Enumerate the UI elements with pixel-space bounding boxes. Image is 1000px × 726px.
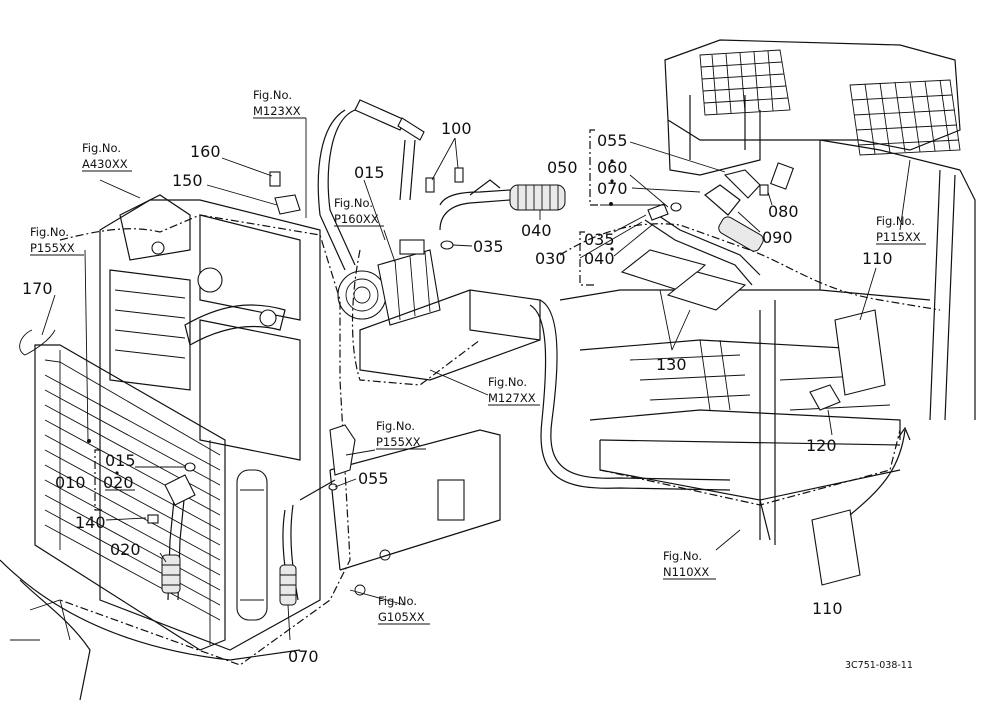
callout-035-right: 035: [584, 230, 615, 249]
fig-ref-p160-line1: Fig.No.: [334, 196, 373, 210]
figure-reference-labels: Fig.No. M123XX Fig.No. A430XX Fig.No. P1…: [30, 88, 926, 625]
small-parts: [19, 162, 794, 524]
hood-base: [0, 559, 301, 701]
fig-ref-p155-mid-line1: Fig.No.: [376, 419, 415, 433]
filter-pads: [620, 249, 747, 311]
hose-main: [317, 99, 566, 271]
fig-ref-m123-line2: M123XX: [253, 104, 301, 118]
callout-030: 030: [535, 249, 566, 268]
reference-line-cab: [599, 429, 901, 506]
callout-120: 120: [806, 436, 837, 455]
callout-170: 170: [22, 279, 53, 298]
callout-070-bottom: 070: [288, 647, 319, 666]
group-bracket-030: [579, 231, 595, 286]
fig-ref-a430-line2: A430XX: [82, 157, 128, 171]
callout-035-top: 035: [473, 237, 504, 256]
compressor: [337, 239, 441, 326]
grid-panel-upper: [699, 49, 791, 116]
group-bracket-010: [94, 449, 105, 511]
fig-ref-p155-mid-line2: P155XX: [376, 435, 421, 449]
fig-ref-p115-line2: P115XX: [876, 230, 921, 244]
fig-ref-n110-line1: Fig.No.: [663, 549, 702, 563]
part-number-callouts: 100 160 150 015 035 040 170 015 010 020 …: [22, 119, 893, 666]
condenser: [34, 344, 226, 651]
fig-ref-n110-line2: N110XX: [663, 565, 709, 579]
drawing-code: 3C751-038-11: [845, 660, 913, 671]
hose-lower: [279, 479, 336, 606]
callout-060: 060: [597, 158, 628, 177]
frame-member: [329, 289, 541, 596]
radiator-assembly: [99, 194, 321, 651]
callout-055-right: 055: [597, 131, 628, 150]
hose-left: [161, 474, 196, 601]
callout-050: 050: [547, 158, 578, 177]
callout-160: 160: [190, 142, 221, 161]
callout-015-top: 015: [354, 163, 385, 182]
control-units: [809, 309, 911, 586]
callout-040-top: 040: [521, 221, 552, 240]
fig-ref-p155-left-line1: Fig.No.: [30, 225, 69, 239]
fig-ref-p155-left-line2: P155XX: [30, 241, 75, 255]
callout-070-right: 070: [597, 179, 628, 198]
fig-ref-m123-line1: Fig.No.: [253, 88, 292, 102]
callout-150: 150: [172, 171, 203, 190]
callout-020-bottom: 020: [110, 540, 141, 559]
callout-130: 130: [656, 355, 687, 374]
callout-140: 140: [75, 513, 106, 532]
hose-long: [351, 249, 731, 491]
leader-lines: [41, 118, 911, 641]
callout-010: 010: [55, 473, 86, 492]
callout-080: 080: [768, 202, 799, 221]
fig-ref-m127-line1: Fig.No.: [488, 375, 527, 389]
cab-structure: [559, 39, 976, 545]
grid-panel-right: [849, 79, 961, 156]
fig-ref-p160-line2: P160XX: [334, 212, 379, 226]
callout-090: 090: [762, 228, 793, 247]
fig-ref-m127-line2: M127XX: [488, 391, 536, 405]
fig-ref-a430-line1: Fig.No.: [82, 141, 121, 155]
fig-ref-g105-line1: Fig.No.: [378, 594, 417, 608]
callout-040-right: 040: [584, 249, 615, 268]
callout-110-bottom: 110: [812, 599, 843, 618]
callout-055-mid: 055: [358, 469, 389, 488]
fig-ref-g105-line2: G105XX: [378, 610, 425, 624]
callout-020-left: 020: [103, 473, 134, 492]
hose-right: [644, 169, 764, 286]
receiver-dryer: [236, 469, 268, 621]
callout-100: 100: [441, 119, 472, 138]
reference-line-right: [559, 223, 941, 311]
fig-ref-p115-line1: Fig.No.: [876, 214, 915, 228]
group-bracket-050: [589, 129, 600, 206]
callout-015-left: 015: [105, 451, 136, 470]
callout-110-top: 110: [862, 249, 893, 268]
